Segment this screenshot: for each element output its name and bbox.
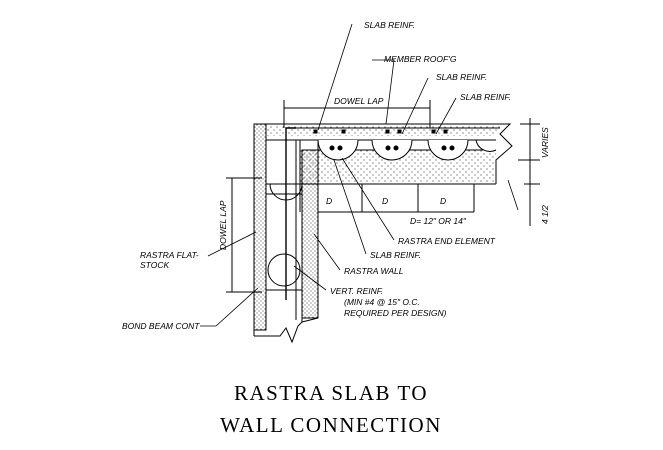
label-varies: VARIES bbox=[540, 127, 550, 158]
title-line-2: WALL CONNECTION bbox=[220, 413, 442, 437]
label-vert-reinf-2: (MIN #4 @ 15" O.C. bbox=[344, 297, 420, 307]
label-d-equals: D= 12" OR 14" bbox=[410, 216, 467, 226]
label-bond-beam: BOND BEAM CONT bbox=[122, 321, 200, 331]
label-dowel-lap-vertical: DOWEL LAP bbox=[218, 200, 228, 250]
label-four-half: 4 1/2 bbox=[540, 205, 550, 224]
title-line-1: RASTRA SLAB TO bbox=[234, 381, 428, 405]
label-slab-reinf-top: SLAB REINF. bbox=[364, 20, 415, 30]
label-rastra-flat-2: STOCK bbox=[140, 260, 169, 270]
label-slab-reinf-right: SLAB REINF. bbox=[460, 92, 511, 102]
label-member-roofg: MEMBER ROOF'G bbox=[384, 54, 457, 64]
label-d2: D bbox=[382, 196, 388, 206]
label-rastra-wall: RASTRA WALL bbox=[344, 266, 404, 276]
slab-rebar-dots bbox=[313, 129, 455, 151]
label-d1: D bbox=[326, 196, 332, 206]
label-rastra-flat-1: RASTRA FLAT- bbox=[140, 250, 199, 260]
label-dowel-lap-horizontal: DOWEL LAP bbox=[334, 96, 384, 106]
label-vert-reinf-1: VERT. REINF. bbox=[330, 286, 383, 296]
label-d3: D bbox=[440, 196, 446, 206]
label-vert-reinf-3: REQUIRED PER DESIGN) bbox=[344, 308, 447, 318]
wall-left-stipple bbox=[253, 123, 267, 331]
label-slab-reinf-lower: SLAB REINF. bbox=[370, 250, 421, 260]
label-slab-reinf-mid: SLAB REINF. bbox=[436, 72, 487, 82]
label-rastra-end-element: RASTRA END ELEMENT bbox=[398, 236, 496, 246]
